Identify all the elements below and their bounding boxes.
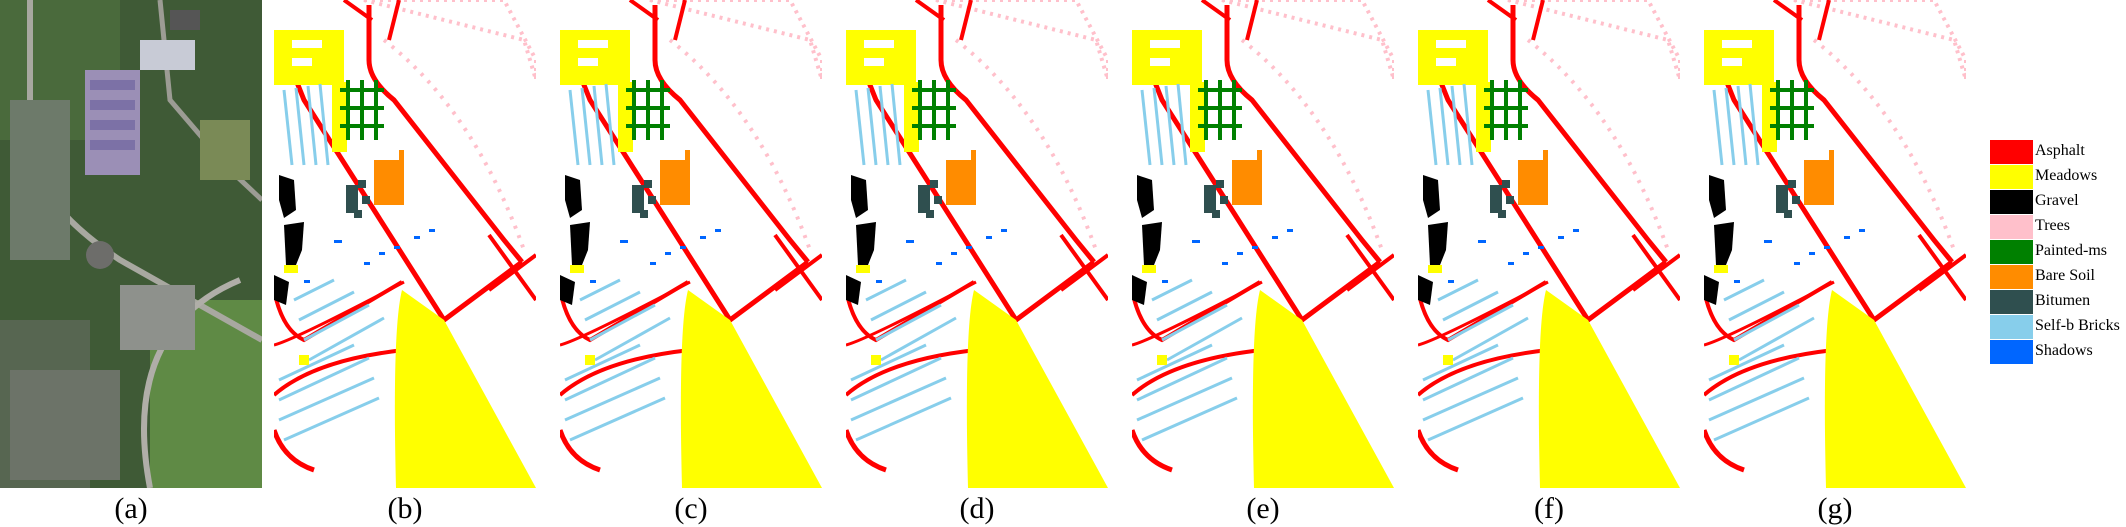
legend-label-asphalt: Asphalt: [2035, 142, 2085, 159]
caption-a: (a): [114, 492, 148, 525]
caption-e: (e): [1246, 492, 1280, 525]
caption-c: (c): [674, 492, 708, 525]
caption-g: (g): [1817, 492, 1853, 525]
legend-item-painted-ms: Painted-ms: [1990, 240, 2126, 265]
legend-swatch-painted-ms: [1990, 240, 2033, 264]
legend-label-self-b-bricks: Self-b Bricks: [2035, 317, 2120, 334]
caption-b: (b): [387, 492, 423, 525]
legend-item-bitumen: Bitumen: [1990, 290, 2126, 315]
caption-f: (f): [1534, 492, 1564, 525]
legend-item-shadows: Shadows: [1990, 340, 2126, 365]
legend-label-painted-ms: Painted-ms: [2035, 242, 2107, 259]
legend-label-trees: Trees: [2035, 217, 2070, 234]
classification-map-d: [846, 0, 1108, 488]
panel-f-classification-map: [1418, 0, 1680, 488]
aerial-image: [0, 0, 262, 488]
legend-swatch-bare-soil: [1990, 265, 2033, 289]
legend-swatch-meadows: [1990, 165, 2033, 189]
panel-c-classification-map: [560, 0, 822, 488]
classification-map-f: [1418, 0, 1680, 488]
legend-swatch-asphalt: [1990, 140, 2033, 164]
legend-swatch-shadows: [1990, 340, 2033, 364]
legend-label-bitumen: Bitumen: [2035, 292, 2091, 309]
panel-d-classification-map: [846, 0, 1108, 488]
legend-label-meadows: Meadows: [2035, 167, 2098, 184]
panel-a-aerial-image: [0, 0, 262, 488]
legend-label-bare-soil: Bare Soil: [2035, 267, 2095, 284]
classification-map-g: [1704, 0, 1966, 488]
panel-g-classification-map: [1704, 0, 1966, 488]
legend-swatch-bitumen: [1990, 290, 2033, 314]
legend-swatch-trees: [1990, 215, 2033, 239]
legend-item-trees: Trees: [1990, 215, 2126, 240]
legend-item-asphalt: Asphalt: [1990, 140, 2126, 165]
legend-label-gravel: Gravel: [2035, 192, 2079, 209]
legend-item-self-b-bricks: Self-b Bricks: [1990, 315, 2126, 340]
legend-item-bare-soil: Bare Soil: [1990, 265, 2126, 290]
legend-swatch-gravel: [1990, 190, 2033, 214]
class-legend: Asphalt Meadows Gravel Trees Painted-ms …: [1990, 140, 2126, 365]
classification-map-e: [1132, 0, 1394, 488]
legend-swatch-self-b-bricks: [1990, 315, 2033, 339]
legend-label-shadows: Shadows: [2035, 342, 2093, 359]
legend-item-gravel: Gravel: [1990, 190, 2126, 215]
caption-d: (d): [959, 492, 995, 525]
panel-b-classification-map: [274, 0, 536, 488]
legend-item-meadows: Meadows: [1990, 165, 2126, 190]
panel-e-classification-map: [1132, 0, 1394, 488]
classification-map-c: [560, 0, 822, 488]
classification-map-b: [274, 0, 536, 488]
